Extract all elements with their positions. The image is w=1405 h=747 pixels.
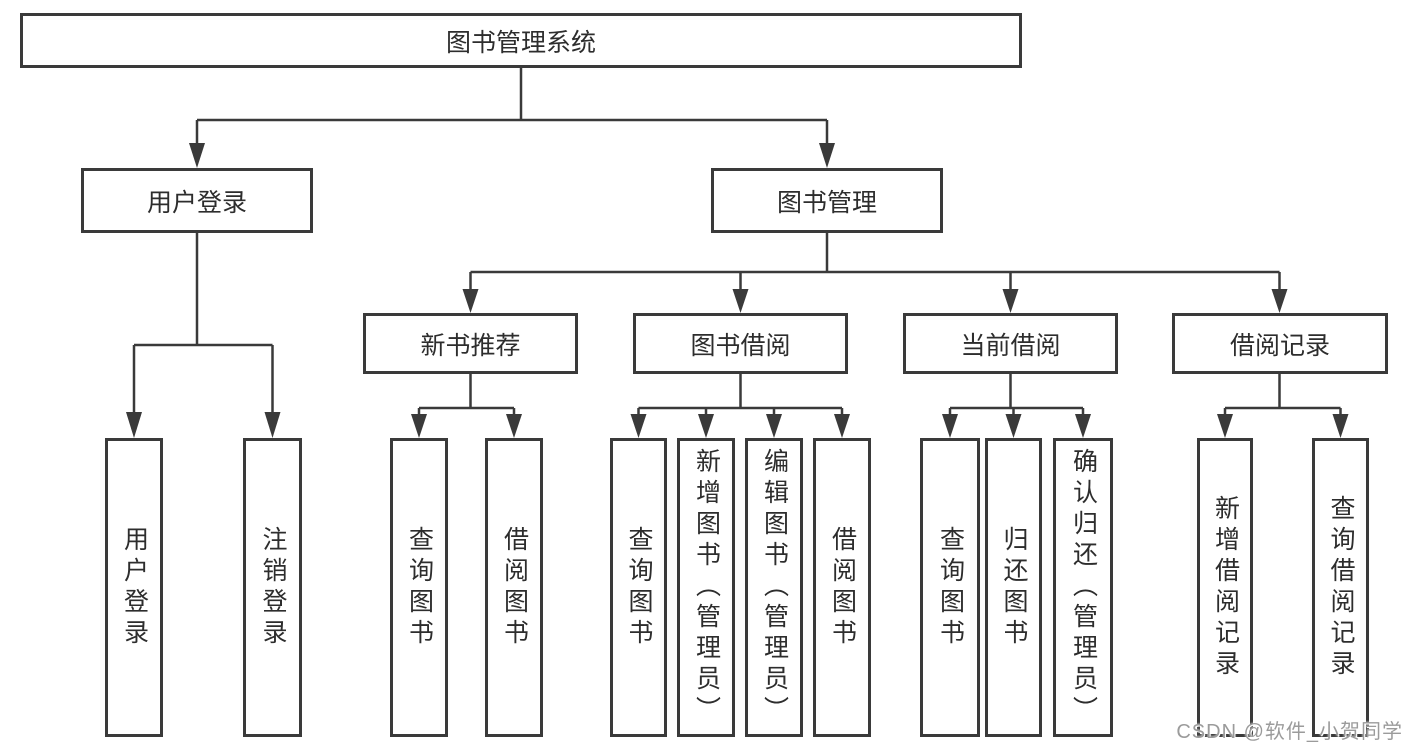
leaf-query-books-current: 查询图书: [920, 438, 980, 737]
leaf-borrow-books-borrowing: 借阅图书: [813, 438, 871, 737]
node-borrowing-records: 借阅记录: [1172, 313, 1388, 374]
node-borrowing-records-label: 借阅记录: [1229, 331, 1330, 360]
leaf-query-books-current-label: 查询图书: [936, 525, 965, 650]
leaf-add-borrow-record-label: 新增借阅记录: [1211, 494, 1240, 681]
leaf-return-books-label: 归还图书: [1000, 525, 1028, 650]
leaf-logout-login-label: 注销登录: [259, 525, 287, 650]
leaf-query-books-borrowing: 查询图书: [610, 438, 667, 737]
csdn-watermark: CSDN @软件_小贺同学: [1176, 721, 1403, 743]
leaf-add-borrow-record: 新增借阅记录: [1197, 438, 1253, 737]
leaf-borrow-books-recommendation-label: 借阅图书: [500, 525, 529, 650]
leaf-user-login: 用户登录: [105, 438, 163, 737]
node-library-management-system-label: 图书管理系统: [445, 28, 596, 57]
leaf-logout-login: 注销登录: [243, 438, 302, 737]
node-current-borrowing: 当前借阅: [903, 313, 1118, 374]
leaf-edit-books-admin-label: 编辑图书（管理员）: [760, 448, 789, 727]
node-book-borrowing: 图书借阅: [633, 313, 848, 374]
leaf-confirm-return-admin-label: 确认归还（管理员）: [1069, 448, 1098, 727]
node-book-management: 图书管理: [711, 168, 943, 233]
leaf-user-login-label: 用户登录: [120, 525, 149, 650]
node-new-book-recommendation: 新书推荐: [363, 313, 578, 374]
leaf-borrow-books-borrowing-label: 借阅图书: [828, 525, 857, 650]
node-book-borrowing-label: 图书借阅: [690, 331, 791, 360]
leaf-query-books-borrowing-label: 查询图书: [625, 525, 653, 650]
leaf-confirm-return-admin: 确认归还（管理员）: [1053, 438, 1113, 737]
leaf-query-books-recommendation: 查询图书: [390, 438, 448, 737]
leaf-query-borrow-record-label: 查询借阅记录: [1327, 494, 1355, 681]
node-current-borrowing-label: 当前借阅: [960, 331, 1061, 360]
leaf-add-books-admin-label: 新增图书（管理员）: [692, 448, 721, 727]
leaf-add-books-admin: 新增图书（管理员）: [677, 438, 735, 737]
leaf-return-books: 归还图书: [985, 438, 1042, 737]
node-user-login: 用户登录: [81, 168, 313, 233]
node-new-book-recommendation-label: 新书推荐: [420, 331, 521, 360]
leaf-query-books-recommendation-label: 查询图书: [405, 525, 434, 650]
leaf-query-borrow-record: 查询借阅记录: [1312, 438, 1369, 737]
node-user-login-label: 用户登录: [146, 188, 247, 217]
node-book-management-label: 图书管理: [776, 188, 877, 217]
leaf-borrow-books-recommendation: 借阅图书: [485, 438, 543, 737]
leaf-edit-books-admin: 编辑图书（管理员）: [745, 438, 803, 737]
node-library-management-system: 图书管理系统: [20, 13, 1022, 68]
